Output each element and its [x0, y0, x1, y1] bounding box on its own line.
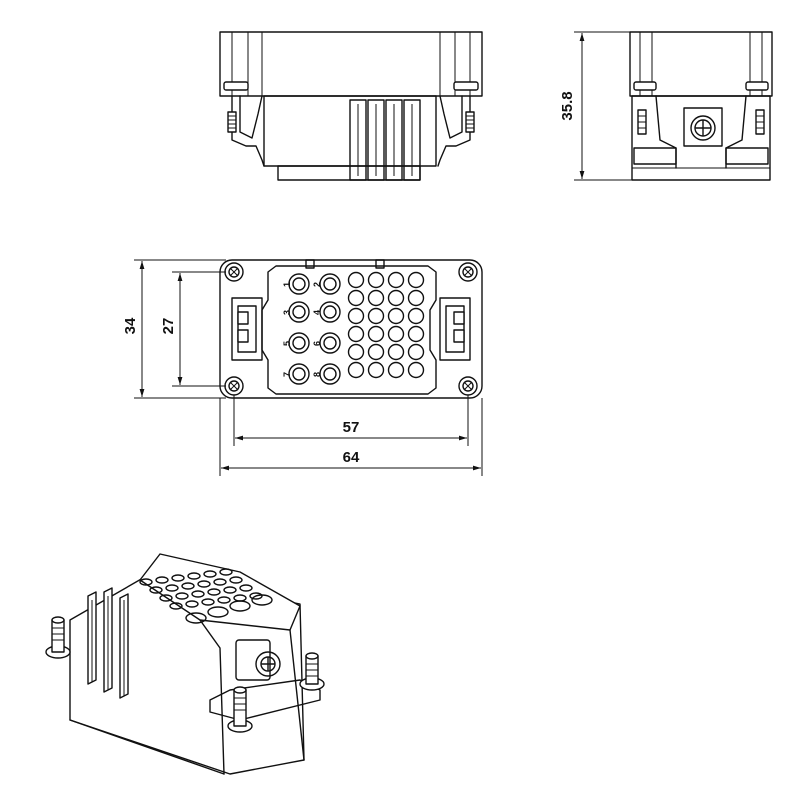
iso-contact	[181, 582, 195, 590]
mount-screw-br	[458, 376, 478, 396]
signal-contact	[407, 361, 425, 379]
iso-contact	[171, 574, 185, 582]
front-side-view	[219, 31, 483, 181]
pin-4	[319, 301, 341, 323]
signal-contact	[387, 361, 405, 379]
signal-contact	[407, 307, 425, 325]
iso-contact	[223, 586, 237, 594]
iso-contact	[191, 590, 205, 598]
signal-contact	[407, 271, 425, 289]
pin-label-4: 4	[312, 310, 322, 315]
dim-width-mount: 57	[343, 419, 360, 436]
pin-label-7: 7	[282, 372, 292, 377]
signal-contact	[387, 289, 405, 307]
signal-contact	[347, 289, 365, 307]
signal-contact	[347, 325, 365, 343]
iso-contact	[187, 572, 201, 580]
iso-contact	[217, 596, 231, 604]
iso-contact	[197, 580, 211, 588]
iso-contact	[229, 576, 243, 584]
iso-contact-array	[139, 568, 263, 610]
iso-screw-front	[227, 686, 253, 733]
top-view: 1 2 3 4 5 6 7 8	[219, 259, 483, 399]
pin-label-2: 2	[312, 282, 322, 287]
pin-label-6: 6	[312, 341, 322, 346]
iso-screw-right	[299, 652, 325, 691]
pin-2	[319, 273, 341, 295]
pin-8	[319, 363, 341, 385]
mount-screw-tr	[458, 262, 478, 282]
mount-screw-bl	[224, 376, 244, 396]
signal-contact	[347, 361, 365, 379]
signal-contact	[367, 271, 385, 289]
mount-screw-tl	[224, 262, 244, 282]
iso-contact	[249, 592, 263, 600]
pin-label-1: 1	[282, 282, 292, 287]
signal-contact	[367, 325, 385, 343]
iso-contact	[203, 570, 217, 578]
signal-contact	[367, 343, 385, 361]
signal-contact	[367, 307, 385, 325]
signal-contact	[387, 271, 405, 289]
dim-width-overall: 64	[343, 449, 360, 466]
right-side-view	[629, 31, 773, 181]
iso-contact	[219, 568, 233, 576]
dim-height-side: 35.8	[559, 91, 576, 120]
iso-contact	[185, 600, 199, 608]
iso-contact	[165, 584, 179, 592]
pin-6	[319, 332, 341, 354]
signal-contact	[407, 289, 425, 307]
signal-contact-grid	[347, 271, 425, 379]
pin-1	[288, 273, 310, 295]
iso-contact	[239, 584, 253, 592]
isometric-view	[45, 553, 325, 775]
iso-contact	[139, 578, 153, 586]
pin-label-5: 5	[282, 341, 292, 346]
pin-7	[288, 363, 310, 385]
pin-label-3: 3	[282, 310, 292, 315]
iso-contact	[213, 578, 227, 586]
dim-height-overall: 34	[122, 317, 139, 334]
signal-contact	[387, 343, 405, 361]
pin-5	[288, 332, 310, 354]
pin-3	[288, 301, 310, 323]
signal-contact	[367, 361, 385, 379]
signal-contact	[347, 307, 365, 325]
iso-contact	[169, 602, 183, 610]
signal-contact	[347, 271, 365, 289]
pin-label-8: 8	[312, 372, 322, 377]
signal-contact	[407, 325, 425, 343]
signal-contact	[407, 343, 425, 361]
iso-contact	[207, 588, 221, 596]
dim-height-mount: 27	[160, 318, 177, 335]
signal-contact	[367, 289, 385, 307]
iso-contact	[201, 598, 215, 606]
iso-contact	[175, 592, 189, 600]
iso-contact	[155, 576, 169, 584]
signal-contact	[387, 307, 405, 325]
iso-contact	[149, 586, 163, 594]
iso-screw-left	[45, 616, 71, 659]
iso-contact	[159, 594, 173, 602]
signal-contact	[387, 325, 405, 343]
signal-contact	[347, 343, 365, 361]
dimension-lines	[134, 31, 632, 476]
